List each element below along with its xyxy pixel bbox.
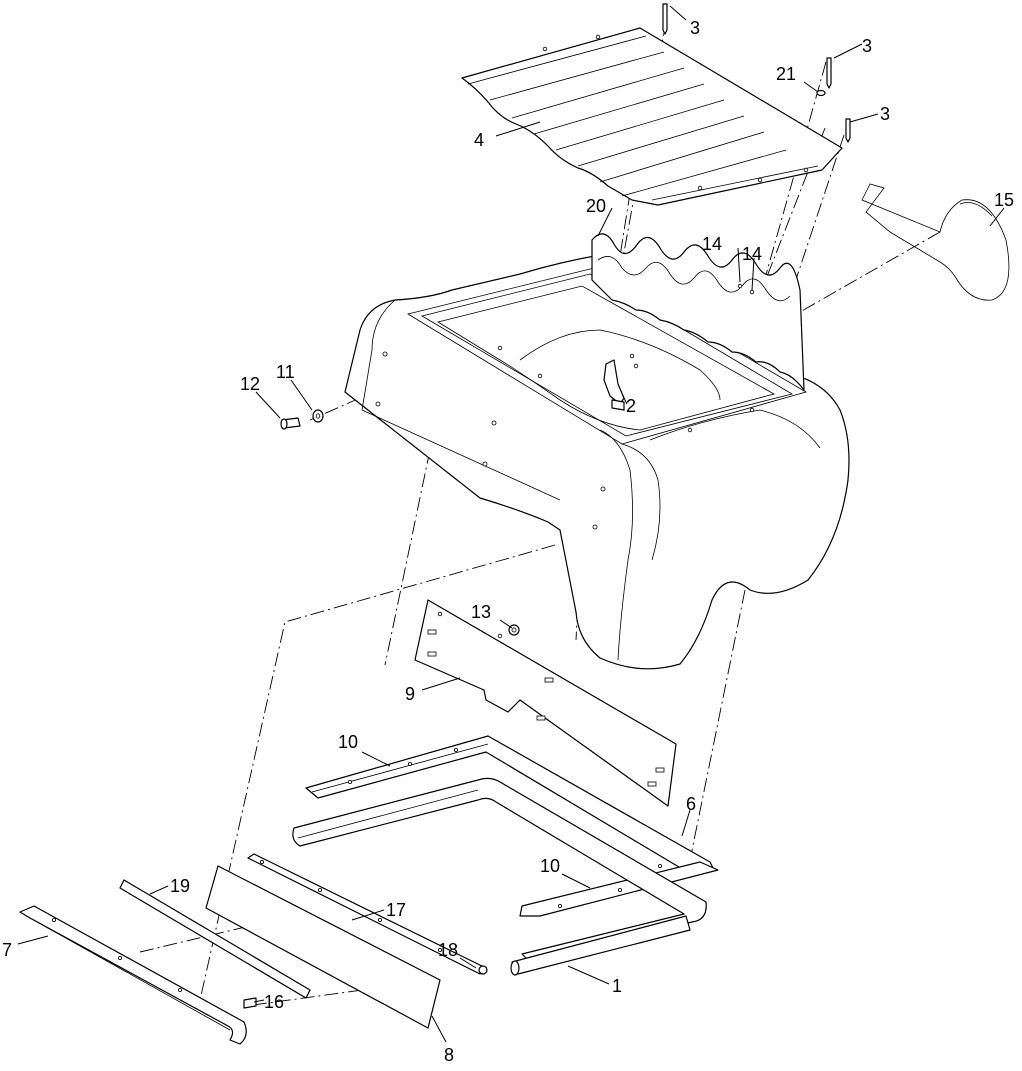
callout-10-upper: 10: [338, 732, 358, 752]
part-1-tube: [510, 915, 691, 976]
callout-6: 6: [686, 794, 696, 814]
callout-3-right: 3: [862, 36, 872, 56]
part-15-bracket: [861, 183, 1010, 301]
callout-2: 2: [626, 396, 636, 416]
callout-18: 18: [438, 940, 458, 960]
callout-13: 13: [471, 602, 491, 622]
callout-4: 4: [474, 130, 484, 150]
callout-1: 1: [612, 976, 622, 996]
callout-19: 19: [170, 876, 190, 896]
callout-12: 12: [240, 374, 260, 394]
callout-16: 16: [264, 992, 284, 1012]
part-9-plate: [414, 599, 677, 807]
callout-3-lower: 3: [880, 104, 890, 124]
part-19-strip: [119, 879, 311, 999]
callout-14-left: 14: [702, 234, 722, 254]
part-14-screws: [737, 283, 755, 295]
part-3-screws: [662, 3, 851, 143]
part-7-channel: [19, 905, 247, 1045]
callout-21: 21: [776, 64, 796, 84]
main-housing: [344, 254, 850, 670]
part-11-washer: [312, 409, 324, 423]
part-10-rail-lower: [519, 861, 719, 917]
callout-17: 17: [386, 900, 406, 920]
callout-11: 11: [276, 362, 295, 382]
part-12-bolt: [280, 417, 301, 430]
part-8-plate: [205, 865, 441, 1029]
part-16-pin: [243, 997, 257, 1009]
part-21-washer: [816, 89, 826, 97]
callout-7: 7: [2, 940, 12, 960]
callout-14-right: 14: [742, 244, 762, 264]
callout-labels: 1 2 3 3 3 4 6 7 8 9 10 10 11 12 13 14 14…: [2, 18, 1014, 1065]
callout-15: 15: [994, 190, 1014, 210]
leader-lines: [17, 5, 1005, 1043]
callout-8: 8: [444, 1045, 454, 1065]
callout-9: 9: [405, 684, 415, 704]
callout-10-lower: 10: [540, 856, 560, 876]
callout-20: 20: [586, 196, 606, 216]
part-2-latch: [603, 353, 639, 411]
part-4-corrugated-panel: [461, 27, 843, 206]
callout-3-top: 3: [690, 18, 700, 38]
part-18-fitting: [478, 965, 488, 975]
part-20-corrugated-seal: [591, 233, 805, 391]
